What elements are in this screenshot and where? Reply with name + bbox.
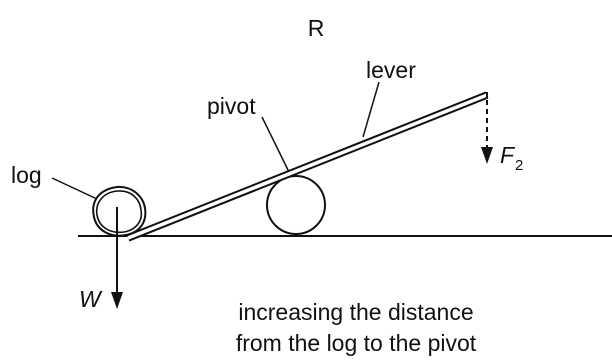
pivot-circle bbox=[266, 175, 326, 235]
lever-bar bbox=[126, 91, 489, 242]
caption-line-1: increasing the distance bbox=[238, 299, 473, 325]
log-leader-line bbox=[51, 177, 98, 200]
lever-leader-line bbox=[362, 81, 380, 138]
pivot-leader-line bbox=[261, 116, 290, 173]
weight-label: W bbox=[79, 286, 103, 312]
force-subscript: 2 bbox=[515, 157, 523, 174]
figure-letter: R bbox=[308, 15, 325, 41]
force-label: F bbox=[500, 142, 516, 168]
force-arrow-f2 bbox=[481, 100, 493, 164]
log-label: log bbox=[11, 162, 42, 188]
pivot-label: pivot bbox=[207, 93, 256, 119]
log-shape bbox=[92, 185, 147, 237]
weight-arrow bbox=[111, 207, 123, 309]
lever-label: lever bbox=[366, 57, 416, 83]
caption-line-2: from the log to the pivot bbox=[236, 330, 477, 356]
